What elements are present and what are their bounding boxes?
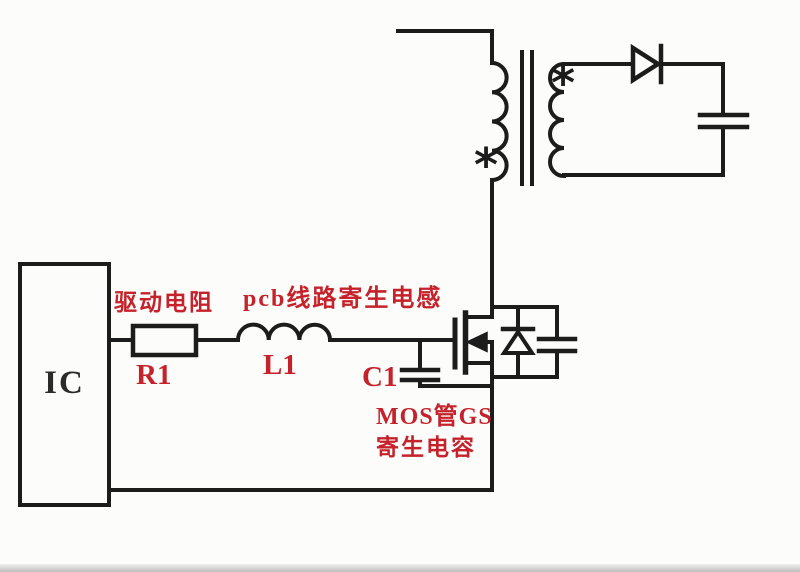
wire-secondary-loop xyxy=(562,62,725,177)
mosfet-body-arrow xyxy=(465,331,488,353)
primary-polarity-mark: * xyxy=(474,138,498,192)
capacitor-c1-ref: C1 xyxy=(362,361,398,393)
wire-ds-branch-rails xyxy=(490,305,559,379)
inductor-l1-ref: L1 xyxy=(263,349,297,381)
resistor-r1-ref: R1 xyxy=(136,359,172,391)
capacitor-c1-plates xyxy=(399,367,441,383)
ic-label: IC xyxy=(44,365,85,401)
inductor-l1-body xyxy=(235,322,333,343)
mos-gs-annotation-line2: 寄生电容 xyxy=(376,435,476,460)
wire-input-to-primary xyxy=(396,29,494,65)
pcb-inductance-annotation: pcb线路寄生电感 xyxy=(243,286,443,312)
body-diode xyxy=(500,328,536,355)
transformer-secondary-winding xyxy=(548,61,567,179)
drive-resistor-annotation: 驱动电阻 xyxy=(114,290,214,315)
capacitor-c1-leads xyxy=(418,338,494,388)
ic-box xyxy=(18,262,111,507)
scan-edge-artifact xyxy=(0,564,800,572)
wire-source-return xyxy=(107,340,494,492)
output-diode xyxy=(630,43,663,85)
resistor-r1-body xyxy=(130,323,199,358)
mos-gs-annotation-line1: MOS管GS xyxy=(376,404,493,430)
transformer-primary-winding xyxy=(489,60,509,183)
output-capacitor xyxy=(697,112,750,130)
ds-capacitor-plates xyxy=(536,336,578,354)
secondary-polarity-mark: * xyxy=(551,56,575,110)
transformer-core xyxy=(520,50,534,186)
